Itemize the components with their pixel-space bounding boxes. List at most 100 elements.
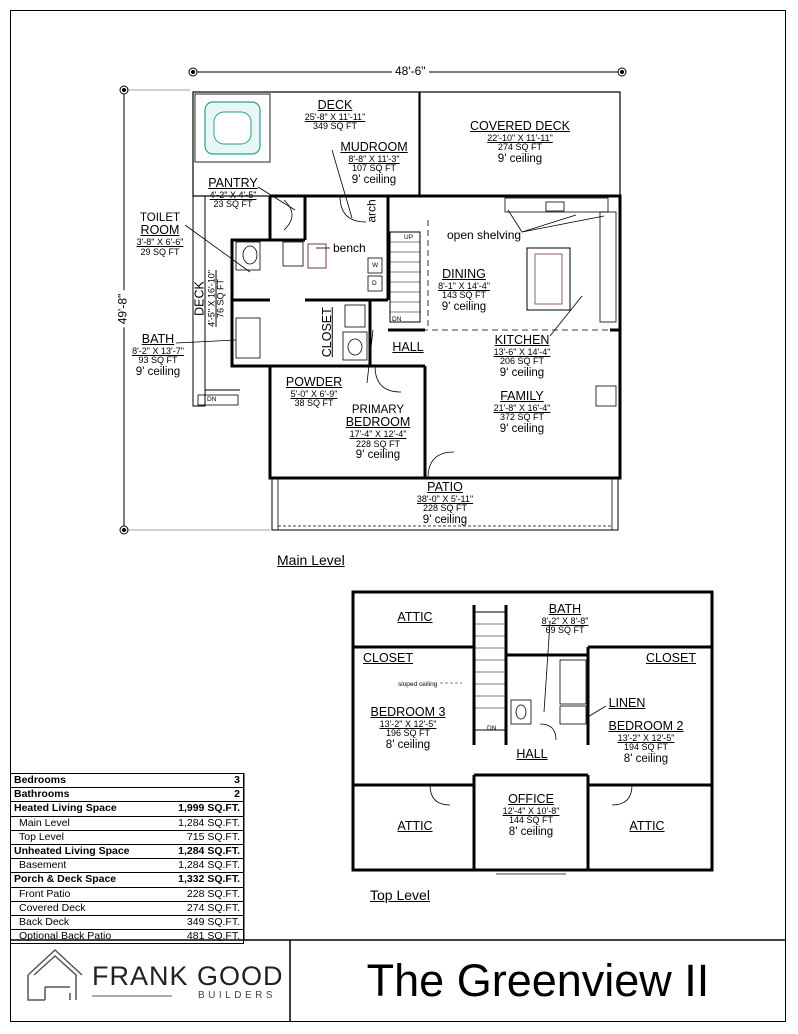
stats-value: 1,999 SQ.FT. [178, 802, 240, 815]
room-side-deck: DECK 4'-5" X 16'-10" 76 SQ FT [192, 258, 227, 338]
stats-label: Top Level [19, 830, 64, 843]
room-patio: PATIO 38'-0" X 5'-11" 228 SQ FT 9' ceili… [405, 480, 485, 526]
room-name: CLOSET [362, 651, 413, 665]
room-ceiling: 9' ceiling [499, 422, 545, 435]
stats-value: 3 [234, 774, 240, 786]
room-bedroom-2: BEDROOM 2 13'-2" X 12'-5" 194 SQ FT 8' c… [606, 719, 686, 765]
room-dims: 13'-2" X 12'-5" [379, 718, 437, 729]
room-dims: 8'-1" X 14'-4" [438, 280, 490, 291]
room-primary-bedroom: PRIMARY BEDROOM 17'-4" X 12'-4" 228 SQ F… [338, 404, 418, 462]
room-closet-left: CLOSET [360, 651, 416, 666]
room-dims: 13'-2" X 12'-5" [617, 732, 675, 743]
room-attic-bottom-left: ATTIC [385, 819, 445, 834]
room-name-line1: TOILET [139, 212, 181, 224]
room-ceiling: 9' ceiling [499, 366, 545, 379]
room-area: 372 SQ FT [499, 412, 544, 423]
stats-value: 2 [234, 788, 240, 801]
room-area: 76 SQ FT [215, 278, 226, 318]
stats-row: Basement 1,284 SQ.FT. [11, 859, 243, 874]
room-closet-right: CLOSET [643, 651, 699, 666]
main-level-label: Main Level [277, 552, 345, 568]
room-name: OFFICE [508, 792, 554, 806]
note-open-shelving: open shelving [447, 228, 522, 242]
stats-row: Bedrooms 3 [11, 774, 243, 789]
room-dims: 21'-8" X 16'-4" [493, 402, 551, 413]
room-ceiling: 8' ceiling [385, 738, 431, 751]
room-pantry: PANTRY 4'-2" X 4'-5" 23 SQ FT [203, 176, 263, 210]
room-family: FAMILY 21'-8" X 16'-4" 372 SQ FT 9' ceil… [482, 389, 562, 435]
room-ceiling: 8' ceiling [508, 825, 554, 838]
note-bench: bench [333, 241, 366, 255]
room-toilet-room: TOILET ROOM 3'-8" X 6'-6" 29 SQ FT [130, 212, 190, 257]
room-ceiling: 9' ceiling [135, 365, 181, 378]
room-name: KITCHEN [494, 333, 550, 347]
overall-width-dimension: 48'-6" [392, 64, 429, 78]
room-dims: 17'-4" X 12'-4" [349, 428, 407, 439]
stats-label: Optional Back Patio [19, 930, 112, 943]
room-ceiling: 9' ceiling [441, 300, 487, 313]
room-area: 349 SQ FT [312, 121, 357, 132]
stats-value: 481 SQ.FT. [186, 930, 240, 943]
room-name-line1: PRIMARY [351, 404, 405, 416]
stats-label: Heated Living Space [14, 802, 117, 815]
room-name-line2: ROOM [140, 223, 180, 238]
room-area: 196 SQ FT [385, 728, 430, 739]
stats-label: Bedrooms [14, 774, 66, 786]
room-top-bath: BATH 8'-2" X 8'-8" 69 SQ FT [535, 602, 595, 636]
room-deck: DECK 25'-8" X 11'-11" 349 SQ FT [290, 98, 380, 132]
room-dims: 12'-4" X 10'-8" [502, 805, 560, 816]
note-arch: arch [364, 199, 379, 223]
room-ceiling: 9' ceiling [422, 513, 468, 526]
room-name: BATH [141, 332, 175, 346]
room-ceiling: 9' ceiling [497, 152, 543, 165]
room-name: ATTIC [629, 819, 665, 833]
room-name: PATIO [427, 480, 463, 494]
room-dims: 4'-2" X 4'-5" [209, 189, 257, 200]
room-name: ATTIC [397, 819, 433, 833]
room-hall: HALL [390, 340, 426, 355]
room-dims: 38'-0" X 5'-11" [416, 493, 474, 504]
stair-down-label: DN [392, 316, 402, 323]
stats-value: 1,284 SQ.FT. [178, 859, 240, 872]
room-top-hall: HALL [510, 747, 554, 762]
room-area: 38 SQ FT [294, 398, 334, 409]
top-stair-down-label: DN [487, 725, 497, 732]
brand-name: FRANK GOOD [92, 961, 284, 991]
stats-value: 715 SQ.FT. [186, 830, 240, 843]
room-dims: 22'-10" X 11'-11" [487, 132, 553, 143]
room-name: POWDER [285, 375, 343, 389]
room-name: CLOSET [645, 651, 696, 665]
stats-value: 349 SQ.FT. [186, 915, 240, 928]
brand-subtitle: BUILDERS [198, 990, 277, 1001]
room-area: 93 SQ FT [138, 355, 178, 366]
room-area: 194 SQ FT [623, 742, 668, 753]
room-dims: 8'-2" X 13'-7" [132, 345, 184, 356]
stats-row: Top Level 715 SQ.FT. [11, 831, 243, 845]
room-ceiling: 8' ceiling [623, 752, 669, 765]
room-name: HALL [516, 747, 548, 761]
room-name: BEDROOM 3 [370, 705, 446, 719]
sloped-ceiling-note: sloped ceiling [398, 681, 438, 688]
stats-row: Optional Back Patio 481 SQ.FT. [11, 930, 243, 943]
stats-label: Back Deck [19, 915, 70, 928]
room-name: LINEN [608, 696, 646, 710]
sheet-border [10, 10, 786, 1022]
room-area: 143 SQ FT [441, 290, 486, 301]
room-name: FAMILY [500, 389, 544, 403]
room-name: DECK [317, 98, 353, 112]
room-name: BATH [548, 602, 582, 616]
deck-stair-down-label: DN [207, 396, 217, 403]
room-area: 69 SQ FT [545, 625, 585, 636]
room-name: ATTIC [397, 610, 433, 624]
room-area: 29 SQ FT [140, 246, 180, 257]
room-powder: POWDER 5'-0" X 6'-9" 38 SQ FT [282, 375, 346, 409]
washer-label: W [372, 262, 379, 269]
stats-label: Unheated Living Space [14, 844, 130, 857]
stats-label: Basement [19, 859, 67, 872]
room-name: DECK [192, 281, 207, 316]
stats-value: 1,284 SQ.FT. [178, 816, 240, 829]
room-dims: 3'-8" X 6'-6" [136, 236, 184, 247]
